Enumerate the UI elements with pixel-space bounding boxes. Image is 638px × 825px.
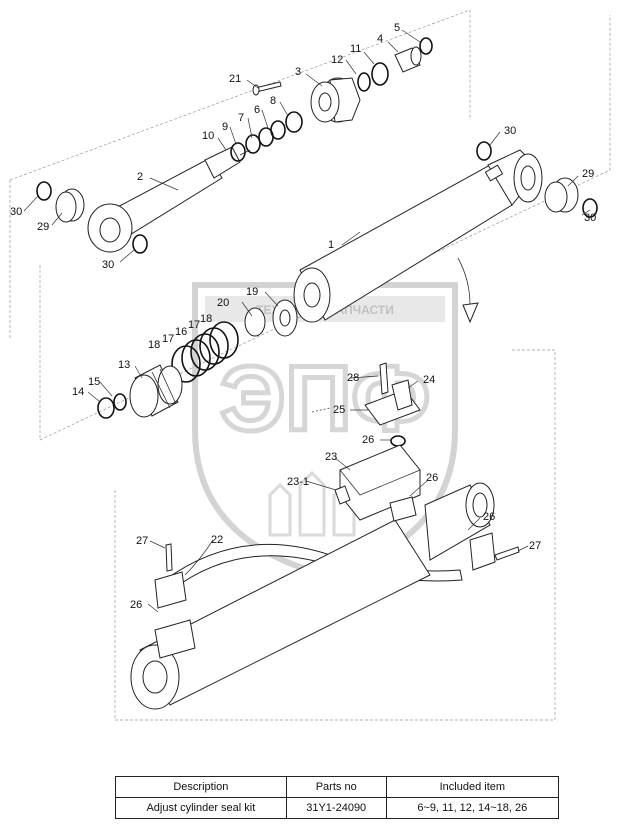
callout-26b: 26 [426, 472, 438, 484]
nut-and-cushion [244, 299, 298, 337]
callout-25: 25 [333, 404, 345, 416]
piston-rod [87, 146, 251, 253]
cylinder-tube [293, 149, 543, 323]
callout-17b: 17 [188, 319, 200, 331]
callout-26d: 26 [130, 599, 142, 611]
callout-26c: 26 [483, 511, 495, 523]
callout-1: 1 [328, 239, 334, 251]
leader-lines [23, 29, 591, 613]
table-header-row: Description Parts no Included item [115, 776, 560, 798]
exploded-parts-diagram: ТЕХНИКА И ЗАПЧАСТИ ЭПФ [9, 9, 611, 721]
callout-22: 22 [211, 534, 223, 546]
callout-30d: 30 [584, 212, 596, 224]
table-header-cell: Parts no [285, 776, 387, 798]
callout-18b: 18 [200, 313, 212, 325]
callout-27b: 27 [529, 540, 541, 552]
table-header-cell: Included item [385, 776, 560, 798]
callout-20: 20 [217, 297, 229, 309]
piston [129, 364, 183, 418]
callout-6: 6 [254, 104, 260, 116]
callout-4: 4 [377, 33, 383, 45]
pipe [164, 543, 463, 591]
callout-3: 3 [295, 66, 301, 78]
rod-cover [310, 77, 361, 123]
table-cell: 31Y1-24090 [285, 797, 387, 819]
callout-28: 28 [347, 372, 359, 384]
callout-30c: 30 [504, 125, 516, 137]
callout-24: 24 [423, 374, 435, 386]
table-cell: 6~9, 11, 12, 14~18, 26 [385, 797, 560, 819]
callout-29b: 29 [582, 168, 594, 180]
callout-27a: 27 [136, 535, 148, 547]
callout-14: 14 [72, 386, 84, 398]
fitting-group [311, 362, 421, 426]
callout-13: 13 [118, 359, 130, 371]
callout-29a: 29 [37, 221, 49, 233]
callout-16: 16 [175, 326, 187, 338]
flange-blocks [154, 496, 520, 659]
callout-12: 12 [331, 54, 343, 66]
callout-21: 21 [229, 73, 241, 85]
table-row: Adjust cylinder seal kit 31Y1-24090 6~9,… [115, 797, 560, 819]
table-cell: Adjust cylinder seal kit [115, 797, 287, 819]
callout-18a: 18 [148, 339, 160, 351]
callout-7: 7 [238, 112, 244, 124]
callout-23-1: 23-1 [287, 476, 309, 488]
callout-2: 2 [137, 171, 143, 183]
callout-11: 11 [350, 43, 361, 55]
callout-23: 23 [325, 451, 337, 463]
callout-17: 17 [162, 333, 174, 345]
callout-8: 8 [270, 95, 276, 107]
callout-26a: 26 [362, 434, 374, 446]
table-header-cell: Description [115, 776, 287, 798]
callout-15: 15 [88, 376, 100, 388]
bolt [252, 81, 282, 96]
parts-table: Description Parts no Included item Adjus… [115, 776, 560, 819]
callout-30a: 30 [10, 206, 22, 218]
callout-5: 5 [394, 22, 400, 34]
callout-9: 9 [222, 121, 228, 133]
callout-labels: 1 2 3 4 5 6 7 8 9 10 11 12 13 14 15 16 1… [10, 22, 596, 611]
bushings-29 [55, 177, 579, 223]
callout-19: 19 [246, 286, 258, 298]
bushing [394, 46, 422, 73]
rotate-arrow [457, 257, 479, 324]
lower-cylinder [130, 482, 495, 710]
callout-10: 10 [202, 130, 214, 142]
callout-30b: 30 [102, 259, 114, 271]
